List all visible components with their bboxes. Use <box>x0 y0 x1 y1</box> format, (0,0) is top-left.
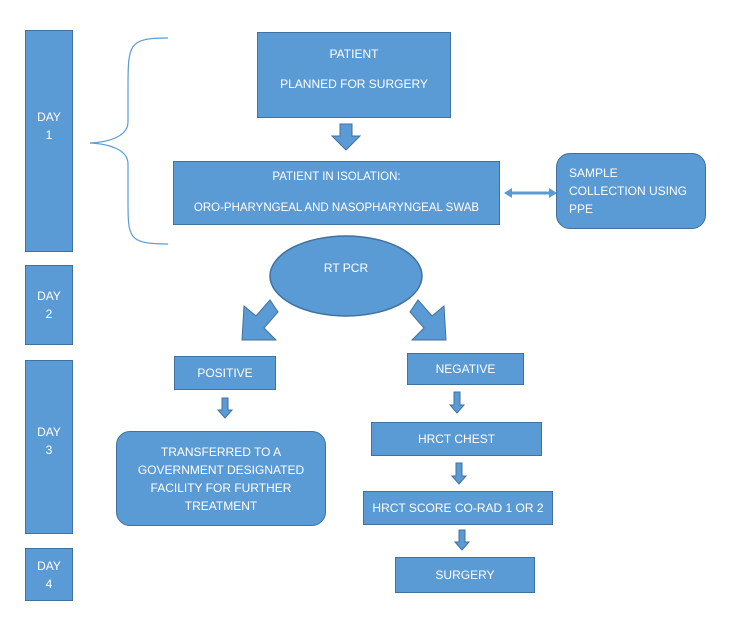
day1-brace <box>89 37 169 245</box>
arrow-rtpcr-to-negative <box>409 299 447 341</box>
negative-node: NEGATIVE <box>407 353 524 385</box>
arrow-hrct-to-score <box>450 462 468 485</box>
surgery-node: SURGERY <box>395 557 535 593</box>
arrow-rtpcr-to-positive <box>241 299 279 341</box>
arrow-score-to-surgery <box>453 529 471 551</box>
rt-pcr-label: RT PCR <box>324 261 369 275</box>
double-arrow-isolation-sample <box>504 188 557 198</box>
hrct-chest-node: HRCT CHEST <box>371 422 542 456</box>
arrow-positive-to-transferred <box>216 397 234 419</box>
sample-collection-node: SAMPLE COLLECTION USING PPE <box>556 153 706 229</box>
arrow-patient-to-isolation <box>330 123 362 151</box>
day-4-label: DAY 4 <box>25 548 73 601</box>
arrow-negative-to-hrct <box>448 391 466 414</box>
rt-pcr-node <box>269 235 423 317</box>
transferred-node: TRANSFERRED TO A GOVERNMENT DESIGNATED F… <box>116 431 326 526</box>
hrct-score-node: HRCT SCORE CO-RAD 1 OR 2 <box>363 491 553 525</box>
isolation-node: PATIENT IN ISOLATION: ORO-PHARYNGEAL AND… <box>173 161 500 225</box>
patient-node: PATIENT PLANNED FOR SURGERY <box>257 32 451 118</box>
day-3-label: DAY 3 <box>25 360 73 534</box>
positive-node: POSITIVE <box>174 356 276 390</box>
day-1-label: DAY 1 <box>25 30 73 252</box>
day-2-label: DAY 2 <box>25 265 73 345</box>
